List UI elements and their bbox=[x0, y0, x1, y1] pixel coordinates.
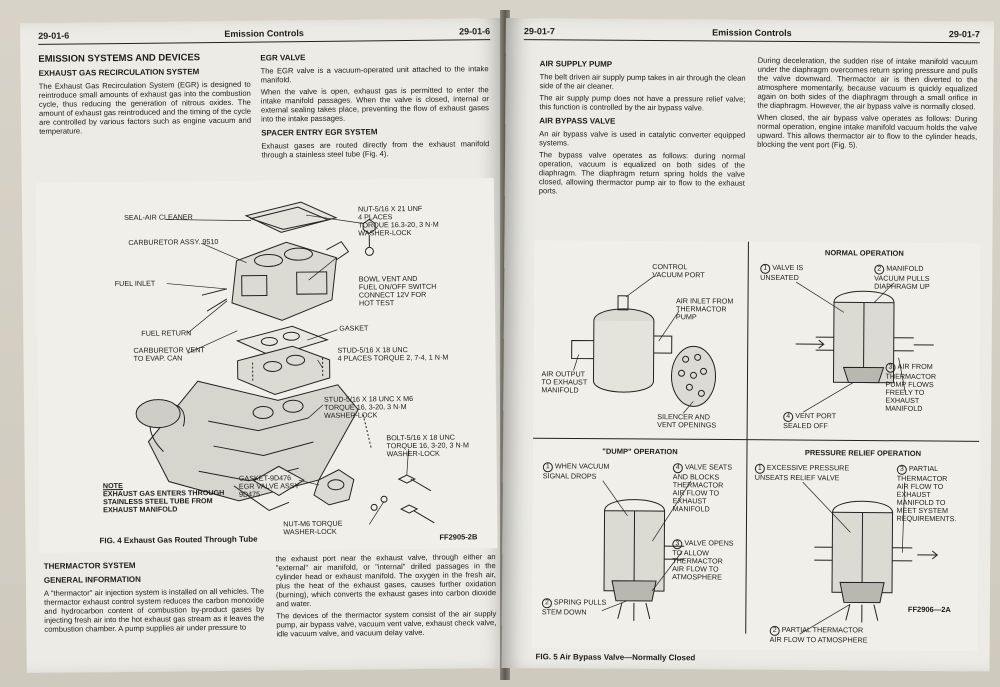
callout-carburetor-vent: CARBURETOR VENT TO EVAP. CAN bbox=[133, 345, 205, 363]
callout-air-inlet: AIR INLET FROM THERMACTOR PUMP bbox=[675, 296, 734, 322]
right-column-2: During deceleration, the sudden rise of … bbox=[757, 56, 978, 154]
left-bottom-column-1: THERMACTOR SYSTEM GENERAL INFORMATION A … bbox=[44, 555, 265, 637]
left-column-2: EGR VALVE The EGR valve is a vacuum-oper… bbox=[260, 46, 489, 162]
panel-title-dump-operation: "DUMP" OPERATION bbox=[602, 446, 678, 457]
callout-stud-2: STUD-5/16 x 18 UNC x M6 TORQUE 16, 3-20,… bbox=[323, 393, 414, 420]
paragraph: The bypass valve operates as follows: du… bbox=[538, 150, 746, 196]
panel-title-normal-operation: NORMAL OPERATION bbox=[824, 248, 904, 258]
left-page: 29-01-6 Emission Controls 29-01-6 EMISSI… bbox=[20, 18, 511, 674]
paragraph: The air supply pump does not have a pres… bbox=[539, 93, 746, 113]
figure-caption: FIG. 5 Air Bypass Valve—Normally Closed bbox=[535, 652, 696, 663]
paragraph: the exhaust port near the exhaust valve,… bbox=[275, 552, 497, 609]
paragraph: The Exhaust Gas Recirculation System (EG… bbox=[38, 79, 252, 136]
subsection-heading: THERMACTOR SYSTEM bbox=[43, 560, 136, 571]
figure-5-grid bbox=[533, 241, 980, 635]
section-title: Emission Controls bbox=[712, 27, 792, 38]
callout-fuel-inlet: FUEL INLET bbox=[114, 278, 156, 289]
figure-4: SEAL-AIR CLEANER CARBURETOR ASSY. 9510 F… bbox=[35, 178, 498, 553]
panel-title-pressure-relief: PRESSURE RELIEF OPERATION bbox=[804, 448, 922, 458]
callout-seal-air-cleaner: SEAL-AIR CLEANER bbox=[124, 212, 193, 222]
callout-control-vacuum-port: CONTROL VACUUM PORT bbox=[652, 262, 705, 280]
page-number: 29-01-7 bbox=[948, 29, 980, 40]
page-number: 29-01-6 bbox=[459, 26, 491, 37]
figure-code: FF2906—2A bbox=[907, 604, 951, 615]
paragraph: The belt driven air supply pump takes in… bbox=[539, 72, 746, 91]
left-page-header: 29-01-6 Emission Controls 29-01-6 bbox=[38, 26, 491, 45]
subsection-heading: AIR BYPASS VALVE bbox=[539, 116, 616, 126]
paragraph: An air bypass valve is used in catalytic… bbox=[539, 129, 746, 148]
paragraph: The EGR valve is a vacuum-operated unit … bbox=[260, 64, 489, 85]
callout-gasket: GASKET bbox=[339, 323, 369, 333]
subsection-heading: AIR SUPPLY PUMP bbox=[539, 59, 613, 69]
paragraph: During deceleration, the sudden rise of … bbox=[757, 55, 978, 112]
paragraph: A "thermactor" air injection system is i… bbox=[43, 586, 265, 634]
callout-carburetor-assy: CARBURETOR ASSY. 9510 bbox=[128, 237, 219, 247]
paragraph: When closed, the air bypass valve operat… bbox=[757, 112, 978, 150]
callout-bolt: BOLT-5/16 x 18 UNC TORQUE 16, 3-20, 3 N·… bbox=[386, 432, 470, 459]
subsection-heading: SPACER ENTRY EGR SYSTEM bbox=[261, 127, 378, 138]
callout-silencer: SILENCER AND VENT OPENINGS bbox=[657, 412, 717, 430]
figure-5: CONTROL VACUUM PORT AIR INLET FROM THERM… bbox=[531, 240, 981, 652]
callout-air-output: AIR OUTPUT TO EXHAUST MANIFOLD bbox=[541, 369, 588, 395]
callout-fuel-return: FUEL RETURN bbox=[141, 328, 192, 338]
subsection-heading: EXHAUST GAS RECIRCULATION SYSTEM bbox=[38, 67, 200, 78]
right-column-1: AIR SUPPLY PUMP The belt driven air supp… bbox=[539, 54, 746, 199]
paragraph: Exhaust gases are routed directly from t… bbox=[261, 139, 490, 160]
callout-bowl-vent: BOWL VENT AND FUEL ON/OFF SWITCH CONNECT… bbox=[358, 273, 437, 308]
figure-code: FF2905-2B bbox=[439, 532, 478, 542]
section-heading: EMISSION SYSTEMS AND DEVICES bbox=[38, 52, 201, 65]
callout-nut: NUT-5/16 x 21 UNF 4 PLACES TORQUE 16.3-2… bbox=[357, 203, 439, 238]
callout-nut-m6: NUT-M6 TORQUE WASHER-LOCK bbox=[283, 518, 343, 537]
note-text: EXHAUST GAS ENTERS THROUGH STAINLESS STE… bbox=[102, 487, 225, 515]
figure-caption: FIG. 4 Exhaust Gas Routed Through Tube bbox=[99, 534, 258, 546]
subsection-heading: GENERAL INFORMATION bbox=[43, 574, 141, 585]
paragraph: When the valve is open, exhaust gas is p… bbox=[260, 85, 489, 124]
left-column-1: EMISSION SYSTEMS AND DEVICES EXHAUST GAS… bbox=[38, 49, 251, 139]
figure-note: NOTE EXHAUST GAS ENTERS THROUGH STAINLES… bbox=[103, 480, 283, 514]
carburetor-exploded-diagram bbox=[135, 201, 435, 525]
right-page-header: 29-01-7 Emission Controls 29-01-7 bbox=[523, 26, 980, 44]
callout-stud-1: STUD-5/16 x 18 UNC 4 PLACES TORQUE 2, 7-… bbox=[337, 345, 449, 363]
section-title: Emission Controls bbox=[224, 28, 304, 39]
paragraph: The devices of the thermactor system con… bbox=[276, 609, 497, 639]
right-page: 29-01-7 Emission Controls 29-01-7 AIR SU… bbox=[501, 18, 994, 672]
subsection-heading: EGR VALVE bbox=[260, 53, 306, 63]
left-bottom-column-2: the exhaust port near the exhaust valve,… bbox=[276, 552, 497, 641]
